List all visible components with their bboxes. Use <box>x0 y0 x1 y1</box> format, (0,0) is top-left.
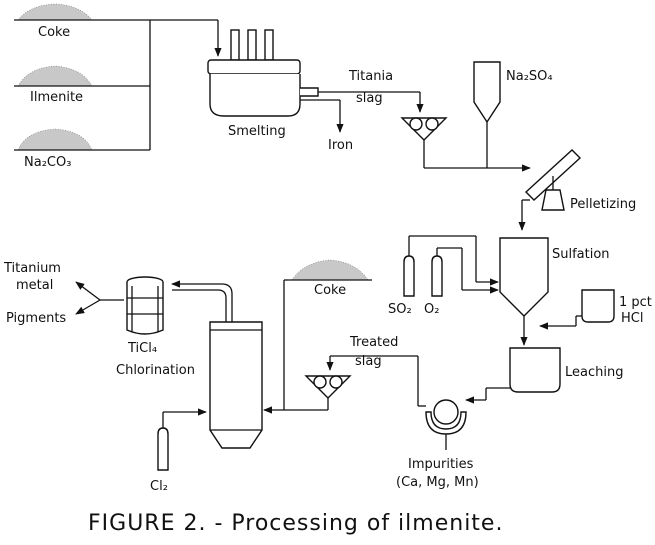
coke-chlorination-label: Coke <box>314 283 346 298</box>
pelletizer: Pelletizing <box>518 149 636 231</box>
chlorinator: Chlorination <box>116 280 263 449</box>
smelting-label: Smelting <box>228 124 286 139</box>
hcl-label-line2: HCl <box>621 311 643 326</box>
leaching-tank: Leaching <box>465 347 623 404</box>
ticl4-label: TiCl₄ <box>127 341 157 356</box>
hcl-label-line1: 1 pct <box>619 295 652 310</box>
cl2-cylinder: Cl₂ <box>150 408 207 494</box>
treated-label-line2: slag <box>355 354 382 369</box>
ilmenite-feed-label: Ilmenite <box>30 90 83 105</box>
crusher-upper <box>400 117 448 168</box>
titania-slag-stream: Titania slag <box>318 69 424 113</box>
so2-label: SO₂ <box>388 302 412 317</box>
coke-feed-pile: Coke <box>14 3 96 40</box>
coke-chlorination-pile: Coke <box>263 259 372 414</box>
o2-label: O₂ <box>424 302 439 317</box>
na2so4-label: Na₂SO₄ <box>506 69 553 84</box>
sulfation-label: Sulfation <box>552 247 610 262</box>
cl2-label: Cl₂ <box>150 479 168 494</box>
impurities-label-line1: Impurities <box>408 457 474 472</box>
titanium-label-line1: Titanium <box>3 261 61 276</box>
treated-slag-stream: Treated slag <box>326 335 426 407</box>
hcl-tank: 1 pct HCl <box>539 289 652 330</box>
titanium-label-line2: metal <box>16 278 53 293</box>
na2so4-hopper: Na₂SO₄ <box>473 61 553 168</box>
chlorination-label: Chlorination <box>116 363 195 378</box>
treated-label-line1: Treated <box>349 335 398 350</box>
gas-feed-lines <box>462 278 499 294</box>
pigments-label: Pigments <box>6 311 66 326</box>
titania-label-line1: Titania <box>348 69 393 84</box>
smelting-furnace: Smelting <box>207 29 319 139</box>
o2-cylinder: O₂ <box>424 247 463 317</box>
na2co3-feed-pile: Na₂CO₃ <box>14 128 96 170</box>
iron-label: Iron <box>328 138 353 153</box>
titania-label-line2: slag <box>356 91 383 106</box>
impurities-label-line2: (Ca, Mg, Mn) <box>396 475 479 490</box>
impurities-filter: Impurities (Ca, Mg, Mn) <box>396 399 479 490</box>
leaching-label: Leaching <box>565 365 623 380</box>
ticl4-drum: TiCl₄ <box>126 276 164 356</box>
ilmenite-feed-pile: Ilmenite <box>14 65 96 105</box>
iron-output: Iron <box>300 99 353 153</box>
so2-cylinder: SO₂ <box>388 235 477 317</box>
figure-caption: FIGURE 2. - Processing of ilmenite. <box>88 511 503 536</box>
sulfation-vessel: Sulfation <box>499 237 610 346</box>
crusher-lower <box>304 375 352 410</box>
pelletizing-label: Pelletizing <box>570 197 636 212</box>
feed-collector-lines <box>96 19 222 151</box>
ticl4-product-split: Titanium metal Pigments <box>3 261 124 326</box>
coke-feed-label: Coke <box>38 25 70 40</box>
na2co3-feed-label: Na₂CO₃ <box>24 155 71 170</box>
